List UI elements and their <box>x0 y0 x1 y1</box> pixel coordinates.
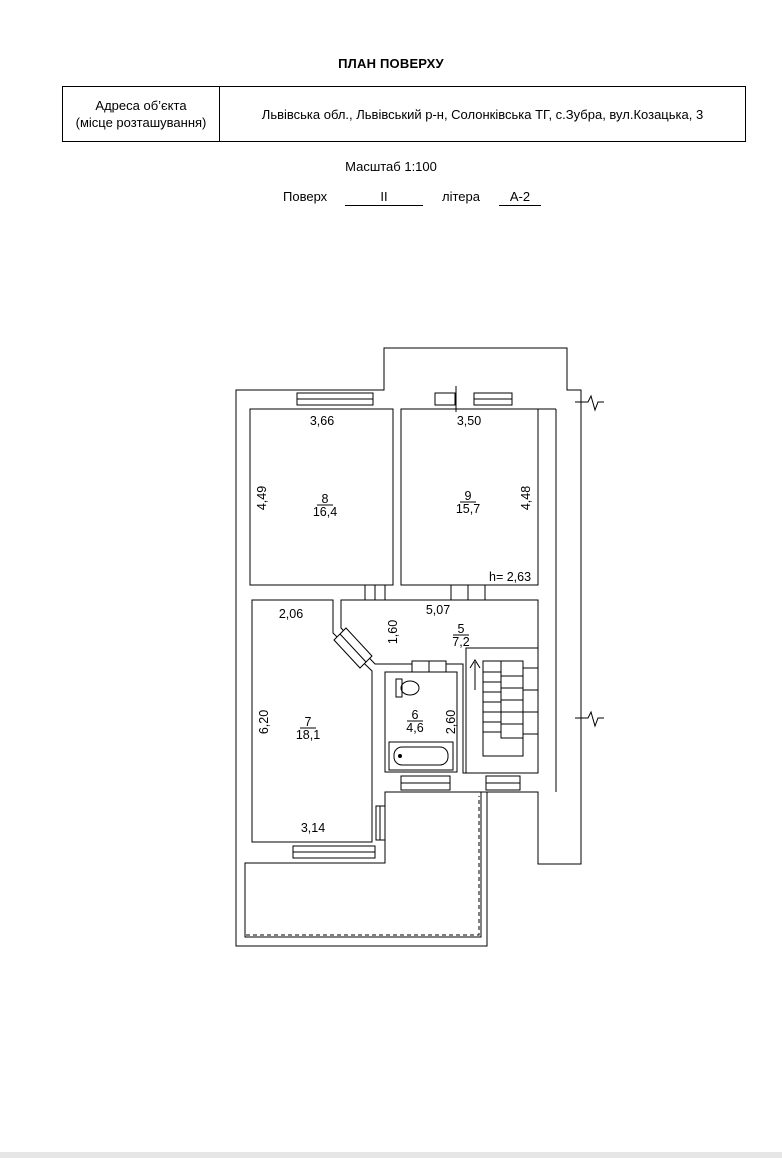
room-6-area: 4,6 <box>406 721 423 735</box>
room-7-outline <box>251 599 373 843</box>
dim-hall-length: 5,07 <box>426 603 450 617</box>
stair-arrow-icon <box>469 659 481 690</box>
dim-hall-depth: 1,60 <box>386 620 400 644</box>
address-value: Львівська обл., Львівський р-н, Солонків… <box>219 86 746 142</box>
bath-fixtures <box>388 678 454 771</box>
dim-ceiling-height: h= 2,63 <box>489 570 531 584</box>
address-label-line2: (місце розташування) <box>75 115 207 130</box>
address-label-line1: Адреса об’єкта <box>95 98 187 113</box>
dim-bath-depth: 2,60 <box>444 710 458 734</box>
windows <box>292 392 521 859</box>
dim-room9-width: 3,50 <box>457 414 481 428</box>
room-7-number: 7 <box>305 715 312 729</box>
stair-steps <box>483 667 538 735</box>
litera-value: А-2 <box>499 189 541 206</box>
page-title: ПЛАН ПОВЕРХУ <box>338 56 444 71</box>
terrace-dashed-outline <box>244 796 480 936</box>
wall-break-right <box>575 710 604 728</box>
dim-room7-bottom: 3,14 <box>301 821 325 835</box>
outer-wall <box>235 347 582 947</box>
dim-room7-depth: 6,20 <box>257 710 271 734</box>
wall-break-top <box>575 394 604 412</box>
room-7-area: 18,1 <box>296 728 320 742</box>
toilet-icon <box>395 678 420 698</box>
floor-label: Поверх <box>283 189 328 204</box>
floor-info: Поверх II літера А-2 <box>0 189 782 209</box>
bathtub-icon <box>388 741 454 771</box>
room-5-area: 7,2 <box>452 635 469 649</box>
address-label-cell: Адреса об’єкта (місце розташування) <box>62 86 220 142</box>
scale-label: Масштаб 1:100 <box>345 159 437 174</box>
floor-value: II <box>345 189 423 206</box>
room-9-number: 9 <box>465 489 472 503</box>
dim-room7-top: 2,06 <box>279 607 303 621</box>
doors <box>333 386 486 841</box>
litera-label: літера <box>442 189 480 204</box>
address-table: Адреса об’єкта (місце розташування) Льві… <box>62 86 746 142</box>
room-8-number: 8 <box>322 492 329 506</box>
window-room-9-left <box>434 392 456 406</box>
room-6-number: 6 <box>412 708 419 722</box>
dim-room8-depth: 4,49 <box>255 486 269 510</box>
dim-room8-width: 3,66 <box>310 414 334 428</box>
right-wall-strip <box>538 408 557 792</box>
room-8-outline <box>249 408 394 586</box>
room-8-area: 16,4 <box>313 505 337 519</box>
dimension-labels: 3,66 4,49 3,50 4,48 h= 2,63 2,06 6,20 3,… <box>255 414 533 835</box>
staircase <box>465 647 539 774</box>
room-labels: 8 16,4 9 15,7 5 7,2 6 4,6 7 18,1 <box>296 489 480 742</box>
room-9-area: 15,7 <box>456 502 480 516</box>
page-bottom-bar <box>0 1152 782 1158</box>
room-5-number: 5 <box>458 622 465 636</box>
dim-room9-depth: 4,48 <box>519 486 533 510</box>
